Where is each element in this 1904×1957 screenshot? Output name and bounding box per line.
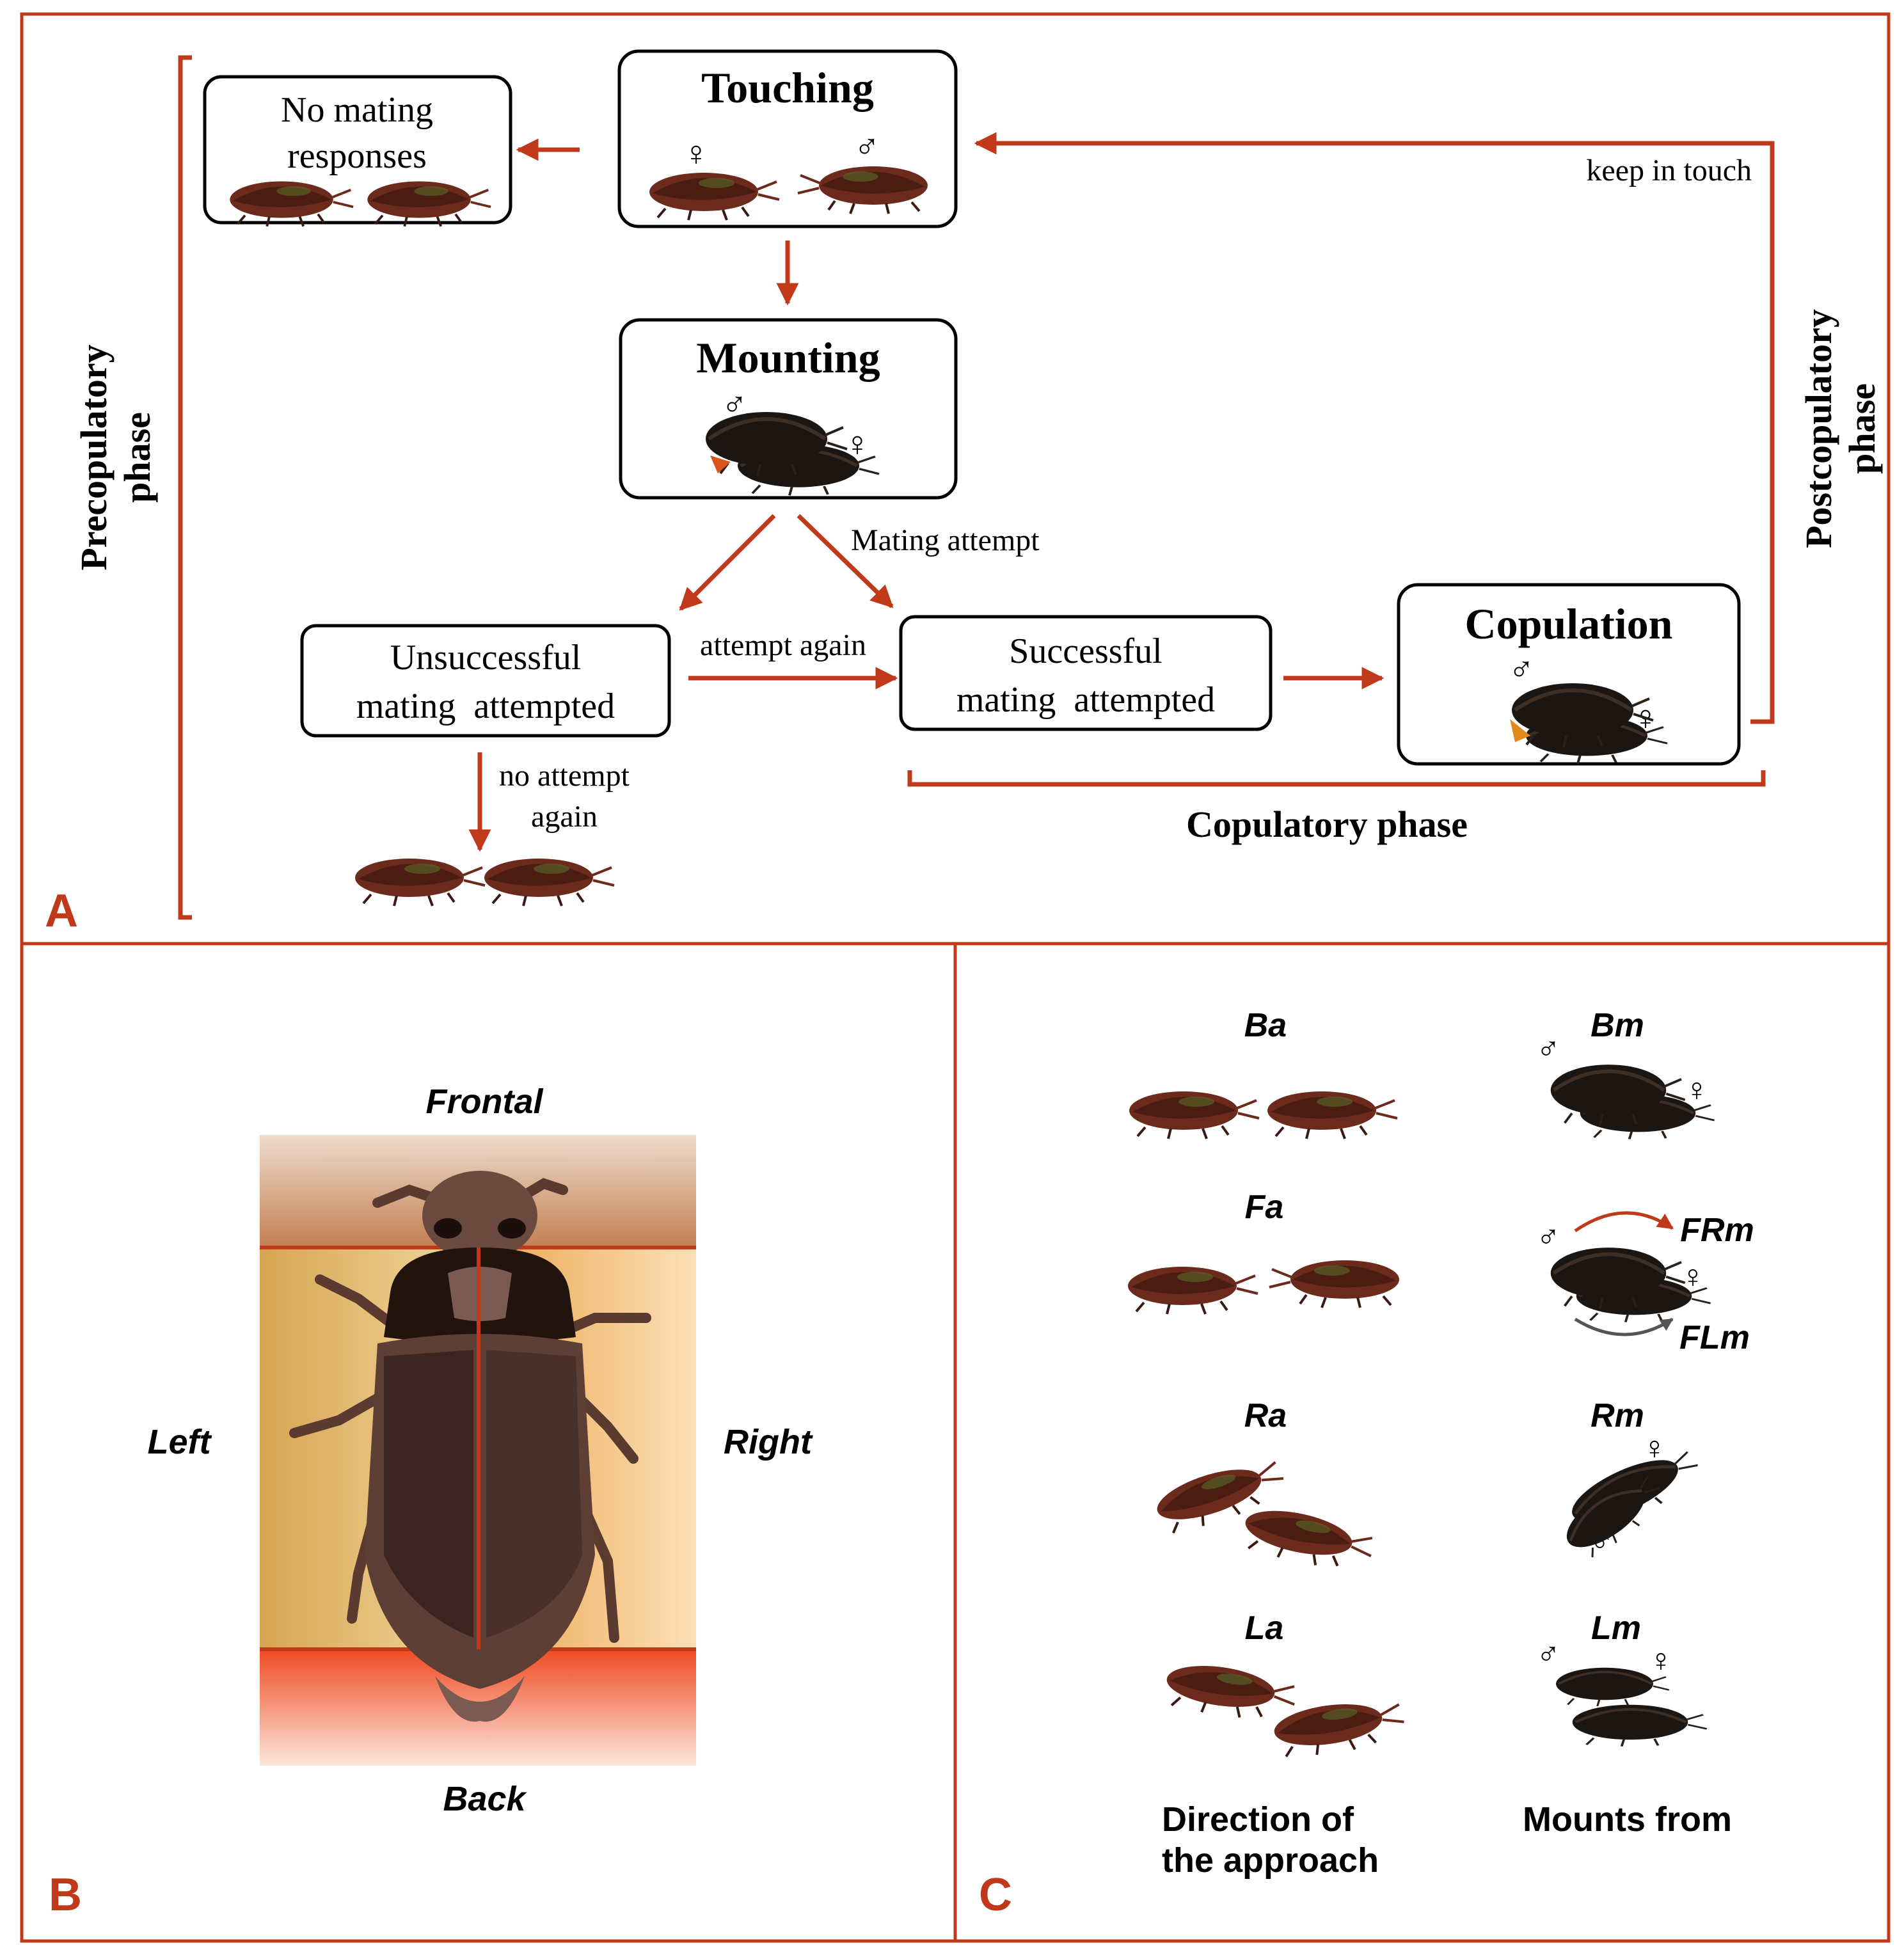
female-symbol: ♀ [1649, 1642, 1673, 1678]
label-mating-attempt: Mating attempt [851, 523, 1040, 557]
mounting-box: Mounting ♂ ♀ [619, 318, 958, 500]
beetle-image [1266, 1090, 1399, 1140]
male-symbol: ♂ [854, 126, 880, 164]
panel-c: C Ba Fa Ra La Bm FRm FLm Rm Lm ♂ ♀ ♂ [979, 1007, 1754, 1921]
beetle-image [1127, 1265, 1259, 1315]
beetle-image [1268, 1259, 1400, 1309]
arrows [468, 132, 1775, 852]
footer-mounts: Mounts from [1523, 1800, 1732, 1839]
precopulatory-bracket [178, 55, 192, 920]
copulation-title: Copulation [1465, 599, 1673, 648]
arrow-mounting-to-successful [797, 514, 894, 608]
label-copulatory-phase: Copulatory phase [1186, 804, 1468, 845]
postcopulatory-line2: phase [1841, 383, 1883, 474]
successful-box: Successful mating attempted [899, 615, 1273, 731]
footer-approach-line2: the approach [1162, 1841, 1379, 1880]
copulation-box: Copulation ♂ ♀ [1397, 583, 1741, 766]
panel-a-letter: A [45, 885, 78, 937]
flm-curve-arrow [1574, 1317, 1674, 1336]
label-flm: FLm [1679, 1319, 1750, 1356]
postcopulatory-label: Postcopulatory phase [1798, 309, 1883, 548]
label-no-attempt-line2: again [531, 800, 598, 834]
label-right: Right [724, 1423, 813, 1461]
beetle-image [1128, 1090, 1260, 1140]
beetle-image [1161, 1658, 1300, 1726]
unsuccessful-line2: mating attempted [356, 686, 615, 726]
panel-a: A Touching ♀ ♂ No mating responses Mount… [45, 49, 1883, 937]
precopulatory-line1: Precopulatory [73, 344, 115, 570]
label-la: La [1245, 1610, 1284, 1647]
male-symbol: ♂ [1536, 1217, 1560, 1253]
female-symbol: ♀ [1642, 1430, 1667, 1466]
beetle-image [483, 857, 615, 907]
label-no-attempt-line1: no attempt [499, 759, 630, 793]
precopulatory-line2: phase [116, 412, 158, 503]
label-lm: Lm [1591, 1610, 1641, 1647]
precopulatory-label: Precopulatory phase [73, 344, 158, 570]
label-keep-in-touch: keep in touch [1586, 154, 1752, 187]
panel-b-letter: B [49, 1869, 82, 1921]
beetle-image [1238, 1501, 1378, 1578]
label-frm: FRm [1680, 1212, 1754, 1249]
label-fa: Fa [1245, 1189, 1284, 1226]
successful-line2: mating attempted [956, 680, 1215, 720]
brackets [178, 55, 1766, 920]
postcopulatory-line1: Postcopulatory [1798, 309, 1839, 548]
footer-approach-line1: Direction of [1162, 1800, 1354, 1839]
label-left: Left [148, 1423, 212, 1461]
male-symbol: ♂ [1536, 1635, 1560, 1670]
male-symbol: ♂ [1536, 1029, 1560, 1065]
panel-b: B [49, 1082, 813, 1921]
beetle-image [1573, 1705, 1707, 1747]
arrow-mounting-to-unsuccessful [679, 514, 776, 611]
no-mating-box: No mating responses [203, 75, 512, 228]
successful-line1: Successful [1009, 631, 1162, 671]
label-frontal: Frontal [426, 1082, 544, 1121]
no-mating-line2: responses [287, 136, 427, 176]
frm-curve-arrow [1574, 1211, 1674, 1233]
mounting-title: Mounting [696, 333, 880, 382]
arrow-keep-in-touch [974, 132, 1775, 724]
label-back: Back [443, 1780, 527, 1818]
label-bm: Bm [1591, 1007, 1644, 1044]
unsuccessful-box: Unsuccessful mating attempted [300, 624, 671, 738]
touching-box: Touching ♀ ♂ [617, 49, 958, 228]
no-mating-line1: No mating [281, 90, 433, 130]
label-rm: Rm [1591, 1397, 1644, 1434]
beetle-image [1270, 1693, 1408, 1762]
male-symbol: ♂ [1509, 649, 1535, 687]
female-symbol: ♀ [683, 134, 710, 173]
copulatory-bracket [907, 770, 1766, 787]
unsuccessful-line1: Unsuccessful [390, 638, 582, 677]
label-ra: Ra [1244, 1397, 1287, 1434]
label-ba: Ba [1244, 1007, 1287, 1044]
frame [20, 12, 1891, 1943]
touching-title: Touching [701, 63, 874, 112]
beetle-top-view [289, 1171, 651, 1722]
female-symbol: ♀ [1685, 1072, 1709, 1107]
label-attempt-again: attempt again [700, 628, 866, 662]
beetle-image [354, 857, 486, 907]
panel-c-letter: C [979, 1869, 1012, 1921]
